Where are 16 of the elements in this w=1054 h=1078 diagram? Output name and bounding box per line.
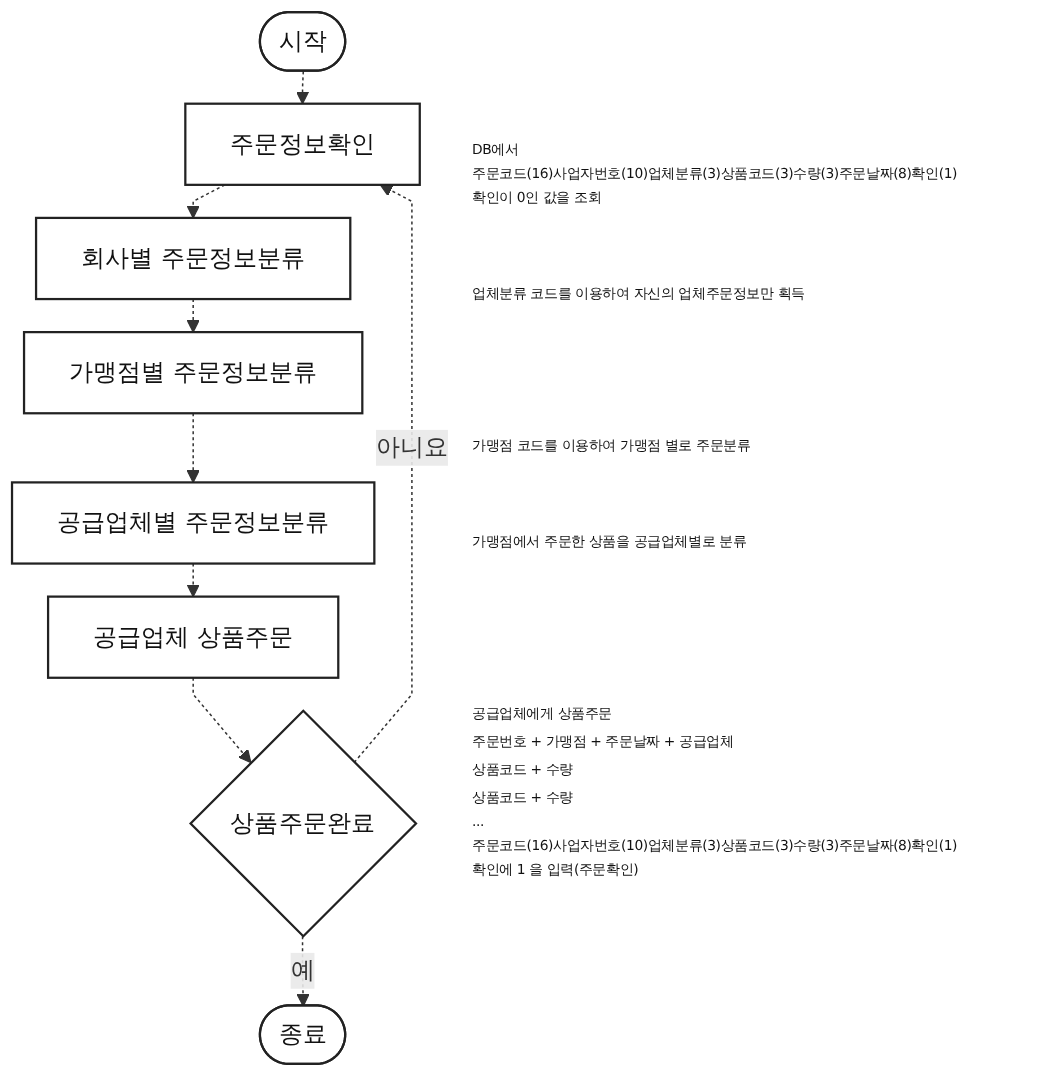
arrow <box>186 562 200 598</box>
arrow <box>186 412 200 483</box>
arrow <box>192 677 252 764</box>
arrow <box>295 70 310 105</box>
node-diamond: 상품주문완료 <box>189 709 418 938</box>
arrow <box>296 935 310 1007</box>
arrow <box>186 184 226 219</box>
node-box: 공급업체별 주문정보분류 <box>10 481 376 565</box>
node-box: 공급업체 상품주문 <box>46 595 340 679</box>
edge-label: 예 <box>290 955 315 985</box>
edge-label: 아니요 <box>375 432 448 462</box>
arrow <box>353 184 413 764</box>
node-box: 주문정보확인 <box>184 102 421 186</box>
node-box: 가맹점별 주문정보분류 <box>22 331 364 415</box>
arrow <box>186 298 200 333</box>
node-box: 회사별 주문정보분류 <box>34 216 352 301</box>
